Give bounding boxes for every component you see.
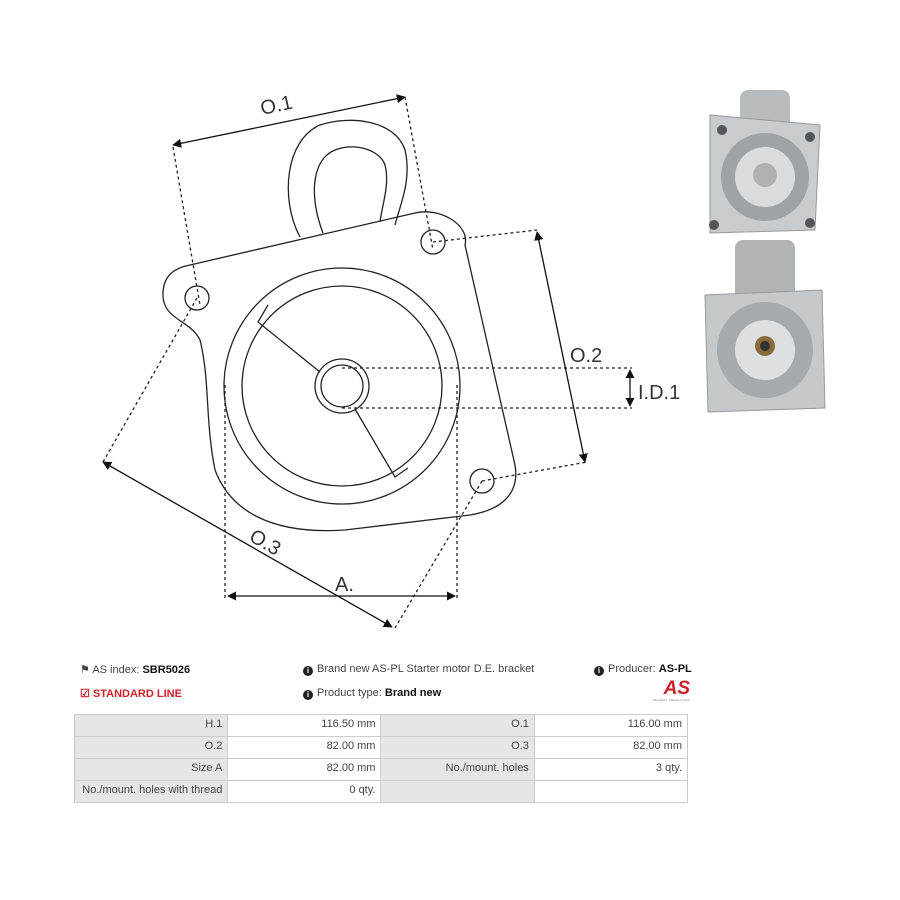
info-icon: i (303, 690, 313, 700)
label-id1: I.D.1 (638, 382, 680, 404)
bracket-outline (162, 119, 517, 532)
label-a: A. (335, 574, 354, 596)
checkbox-icon: ☑ (80, 688, 93, 700)
extension-lines (102, 96, 632, 629)
spec-label: Size A (73, 758, 229, 781)
spec-value: 82.00 mm (227, 758, 382, 781)
spec-value: 82.00 mm (227, 736, 382, 759)
spec-label (380, 780, 535, 803)
product-type-label: Product type: (317, 687, 382, 699)
dimension-arrows (102, 94, 635, 628)
logo-tagline: Alternators, Starters & Parts (652, 698, 690, 702)
spec-value (533, 780, 689, 803)
product-photo-front (709, 90, 821, 234)
info-icon: i (594, 666, 604, 676)
as-index: ⚑ AS index: SBR5026 (80, 663, 190, 676)
spec-label: H.1 (73, 714, 229, 737)
as-logo: AS Alternators, Starters & Parts (640, 678, 690, 702)
producer: i Producer: AS-PL (594, 663, 692, 676)
tag-icon: ⚑ (80, 664, 93, 676)
standard-line-label: STANDARD LINE (92, 688, 182, 700)
spec-label: No./mount. holes (380, 758, 535, 781)
label-o1: O.1 (258, 92, 294, 120)
spec-value: 0 qty. (227, 780, 382, 803)
as-index-value: SBR5026 (142, 664, 191, 676)
spec-label: O.1 (380, 714, 535, 737)
technical-drawing: O.1 O.2 I.D.1 O.3 A. (102, 92, 680, 629)
logo-text: AS (663, 678, 690, 699)
spec-label: O.3 (380, 736, 535, 759)
product-type-value: Brand new (384, 687, 442, 699)
description-text: Brand new AS-PL Starter motor D.E. brack… (317, 663, 535, 675)
spec-label: O.2 (73, 736, 229, 759)
label-o2: O.2 (570, 345, 602, 367)
standard-line-badge: ☑ STANDARD LINE (80, 687, 182, 700)
label-o3: O.3 (246, 525, 285, 560)
producer-value: AS-PL (658, 663, 692, 675)
product-type: i Product type: Brand new (303, 687, 441, 700)
spec-value: 3 qty. (533, 758, 689, 781)
spec-value: 82.00 mm (533, 736, 689, 759)
producer-label: Producer: (608, 663, 656, 675)
as-index-label: AS index: (92, 664, 140, 676)
spec-value: 116.50 mm (227, 714, 382, 737)
product-photo-back (704, 240, 826, 413)
info-icon: i (303, 666, 313, 676)
description: i Brand new AS-PL Starter motor D.E. brac… (303, 663, 534, 676)
spec-label: No./mount. holes with thread (73, 780, 229, 803)
spec-value: 116.00 mm (533, 714, 689, 737)
